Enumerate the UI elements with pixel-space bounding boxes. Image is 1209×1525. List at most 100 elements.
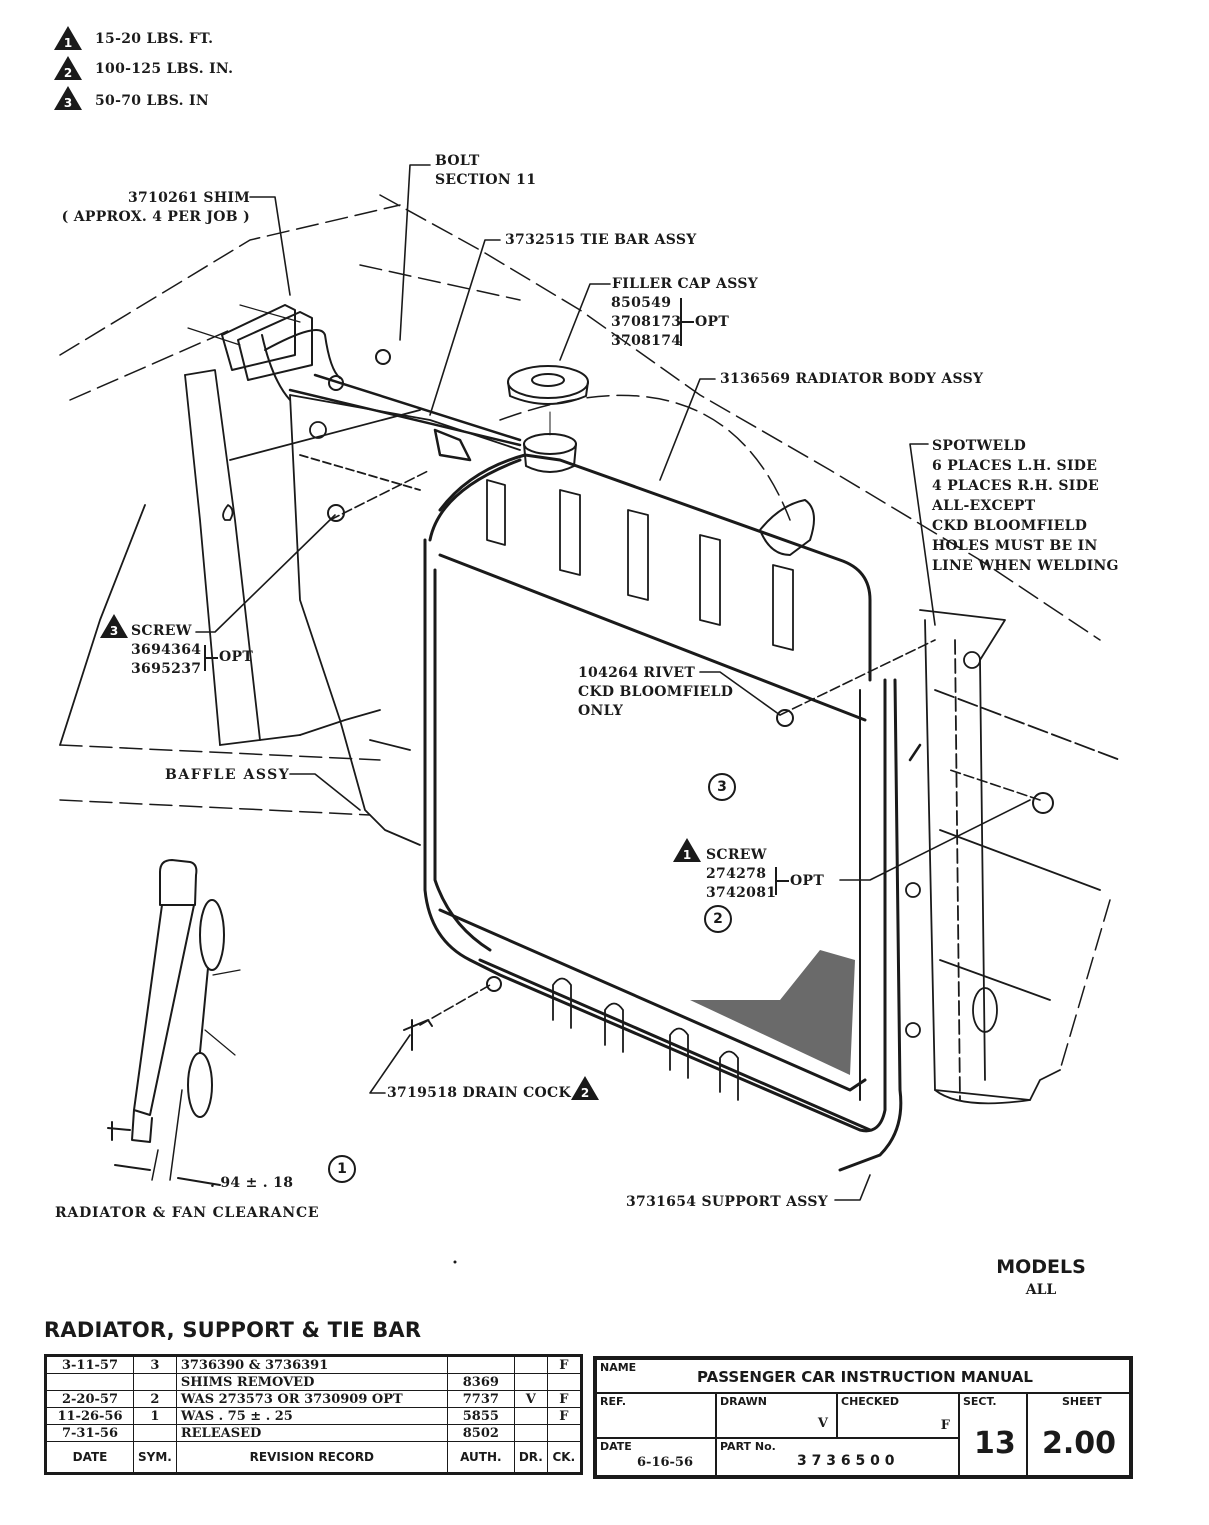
name-value: PASSENGER CAR INSTRUCTION MANUAL <box>697 1368 1033 1386</box>
svg-text:2: 2 <box>64 66 72 80</box>
svg-text:3: 3 <box>110 624 118 638</box>
spotweld-line: 4 PLACES R.H. SIDE <box>932 478 1100 494</box>
rev-auth: 5855 <box>446 1407 515 1425</box>
part-number-value: 3 7 3 6 5 0 0 <box>797 1453 895 1469</box>
section-cell: SECT. 13 <box>959 1393 1027 1476</box>
note-marker-2: 2 <box>704 905 732 933</box>
ref-label: REF. <box>600 1395 627 1408</box>
rev-ck: F <box>546 1355 582 1374</box>
name-cell: NAME PASSENGER CAR INSTRUCTION MANUAL <box>596 1359 1130 1393</box>
date-label: DATE <box>600 1440 632 1453</box>
filler-cap-part: 3708173 <box>611 314 682 330</box>
rev-date: 3-11-57 <box>45 1355 134 1374</box>
drain-cock-callout: 3719518 DRAIN COCK <box>387 1085 571 1101</box>
filler-cap-part-list: 850549 3708173 3708174 <box>611 294 681 351</box>
rivet-part-label: 104264 RIVET <box>578 665 696 681</box>
rev-sym <box>133 1424 177 1442</box>
sheet-cell: SHEET 2.00 <box>1027 1393 1130 1476</box>
screw-left-callout: SCREW 3694364 3695237 <box>131 622 201 679</box>
table-row: 11-26-56 1 WAS . 75 ± . 25 5855 F <box>45 1407 582 1425</box>
rev-date: 7-31-56 <box>45 1424 134 1442</box>
rev-date <box>45 1373 134 1391</box>
drawn-label: DRAWN <box>720 1395 767 1408</box>
table-row: 3-11-57 3 3736390 & 3736391 F <box>45 1355 582 1374</box>
screw-right-opt-label: OPT <box>790 873 825 889</box>
rivet-note: ONLY <box>578 703 624 719</box>
rivet-note: CKD BLOOMFIELD <box>578 684 734 700</box>
rev-dr <box>513 1355 548 1374</box>
note-marker-1: 1 <box>328 1155 356 1183</box>
checked-label: CHECKED <box>841 1395 900 1408</box>
opt-bracket <box>775 867 777 895</box>
stray-dot <box>453 1260 457 1264</box>
shim-pack <box>187 304 391 401</box>
spotweld-line: LINE WHEN WELDING <box>932 558 1119 574</box>
svg-text:3: 3 <box>64 96 72 110</box>
shim-quantity-note: ( APPROX. 4 PER JOB ) <box>61 209 250 225</box>
sheet-value: 2.00 <box>1042 1426 1117 1461</box>
rev-record: RELEASED <box>175 1424 448 1442</box>
fan-clearance-caption: RADIATOR & FAN CLEARANCE <box>55 1205 320 1221</box>
checked-cell: CHECKED F <box>837 1393 959 1438</box>
screw-left-opt-label: OPT <box>219 649 254 665</box>
date-cell: DATE 6-16-56 <box>596 1438 716 1476</box>
models-block: MODELS ALL <box>996 1256 1086 1298</box>
date-value: 6-16-56 <box>637 1455 694 1470</box>
radiator-exploded-drawing <box>59 164 1121 1264</box>
rev-auth: 8502 <box>446 1424 515 1442</box>
bolt-callout: BOLT SECTION 11 <box>435 152 536 190</box>
support-assy-callout: 3731654 SUPPORT ASSY <box>626 1194 829 1210</box>
fan-clearance-inset <box>107 859 241 1186</box>
filler-cap-part: 850549 <box>611 295 672 311</box>
screw-right-part: 274278 <box>706 866 767 882</box>
radiator-body <box>423 453 903 1172</box>
tie-bar <box>288 373 522 462</box>
rev-auth: 8369 <box>446 1373 515 1391</box>
rev-ck: F <box>546 1407 582 1425</box>
rev-auth <box>446 1355 515 1374</box>
header-date: DATE <box>45 1441 134 1474</box>
screw-left-title: SCREW <box>131 623 192 639</box>
torque-symbol-2-icon: 2 <box>54 56 82 80</box>
ref-cell: REF. <box>596 1393 716 1438</box>
note-marker-3: 3 <box>708 773 736 801</box>
opt-bracket-tick <box>777 880 789 882</box>
name-label: NAME <box>600 1361 637 1374</box>
filler-cap-title: FILLER CAP ASSY <box>612 276 759 292</box>
rev-date: 2-20-57 <box>45 1390 134 1408</box>
torque-spec-3: 50-70 LBS. IN <box>95 93 209 109</box>
part-number-cell: PART No. 3 7 3 6 5 0 0 <box>716 1438 959 1476</box>
rev-ck: F <box>546 1390 582 1408</box>
svg-text:2: 2 <box>581 1086 589 1100</box>
spotweld-line: ALL-EXCEPT <box>932 498 1036 514</box>
filler-cap <box>507 365 589 473</box>
screw-right-title: SCREW <box>706 847 767 863</box>
filler-cap-callout: FILLER CAP ASSY <box>612 275 758 294</box>
rev-ck <box>546 1424 582 1442</box>
opt-bracket-tick <box>206 657 218 659</box>
header-ck: CK. <box>546 1441 582 1474</box>
leader-lines <box>195 164 1041 1201</box>
rev-sym <box>133 1373 177 1391</box>
models-value: ALL <box>1025 1282 1057 1298</box>
title-block: NAME PASSENGER CAR INSTRUCTION MANUAL RE… <box>593 1356 1133 1479</box>
body-outline-dashed <box>59 194 1111 1071</box>
fan-clearance-dimension: . 94 ± . 18 <box>210 1175 294 1191</box>
torque-symbol-1-icon: 1 <box>54 26 82 50</box>
screw-left-part: 3694364 <box>131 642 202 658</box>
revision-table: 3-11-57 3 3736390 & 3736391 F SHIMS REMO… <box>44 1354 583 1475</box>
rev-dr <box>513 1424 548 1442</box>
rev-sym: 2 <box>133 1390 177 1408</box>
screw-right-callout: SCREW 274278 3742081 <box>706 846 776 903</box>
rev-auth: 7737 <box>446 1390 515 1408</box>
baffle <box>289 394 521 846</box>
core-hatching <box>690 950 855 1075</box>
rivet-callout: 104264 RIVET CKD BLOOMFIELD ONLY <box>578 664 733 721</box>
rev-sym: 1 <box>133 1407 177 1425</box>
svg-text:1: 1 <box>683 848 691 862</box>
opt-bracket <box>680 298 682 346</box>
section-value: 13 <box>974 1426 1016 1461</box>
radiator-body-callout: 3136569 RADIATOR BODY ASSY <box>720 371 984 387</box>
rev-dr: V <box>513 1390 548 1408</box>
spotweld-line: HOLES MUST BE IN <box>932 538 1098 554</box>
